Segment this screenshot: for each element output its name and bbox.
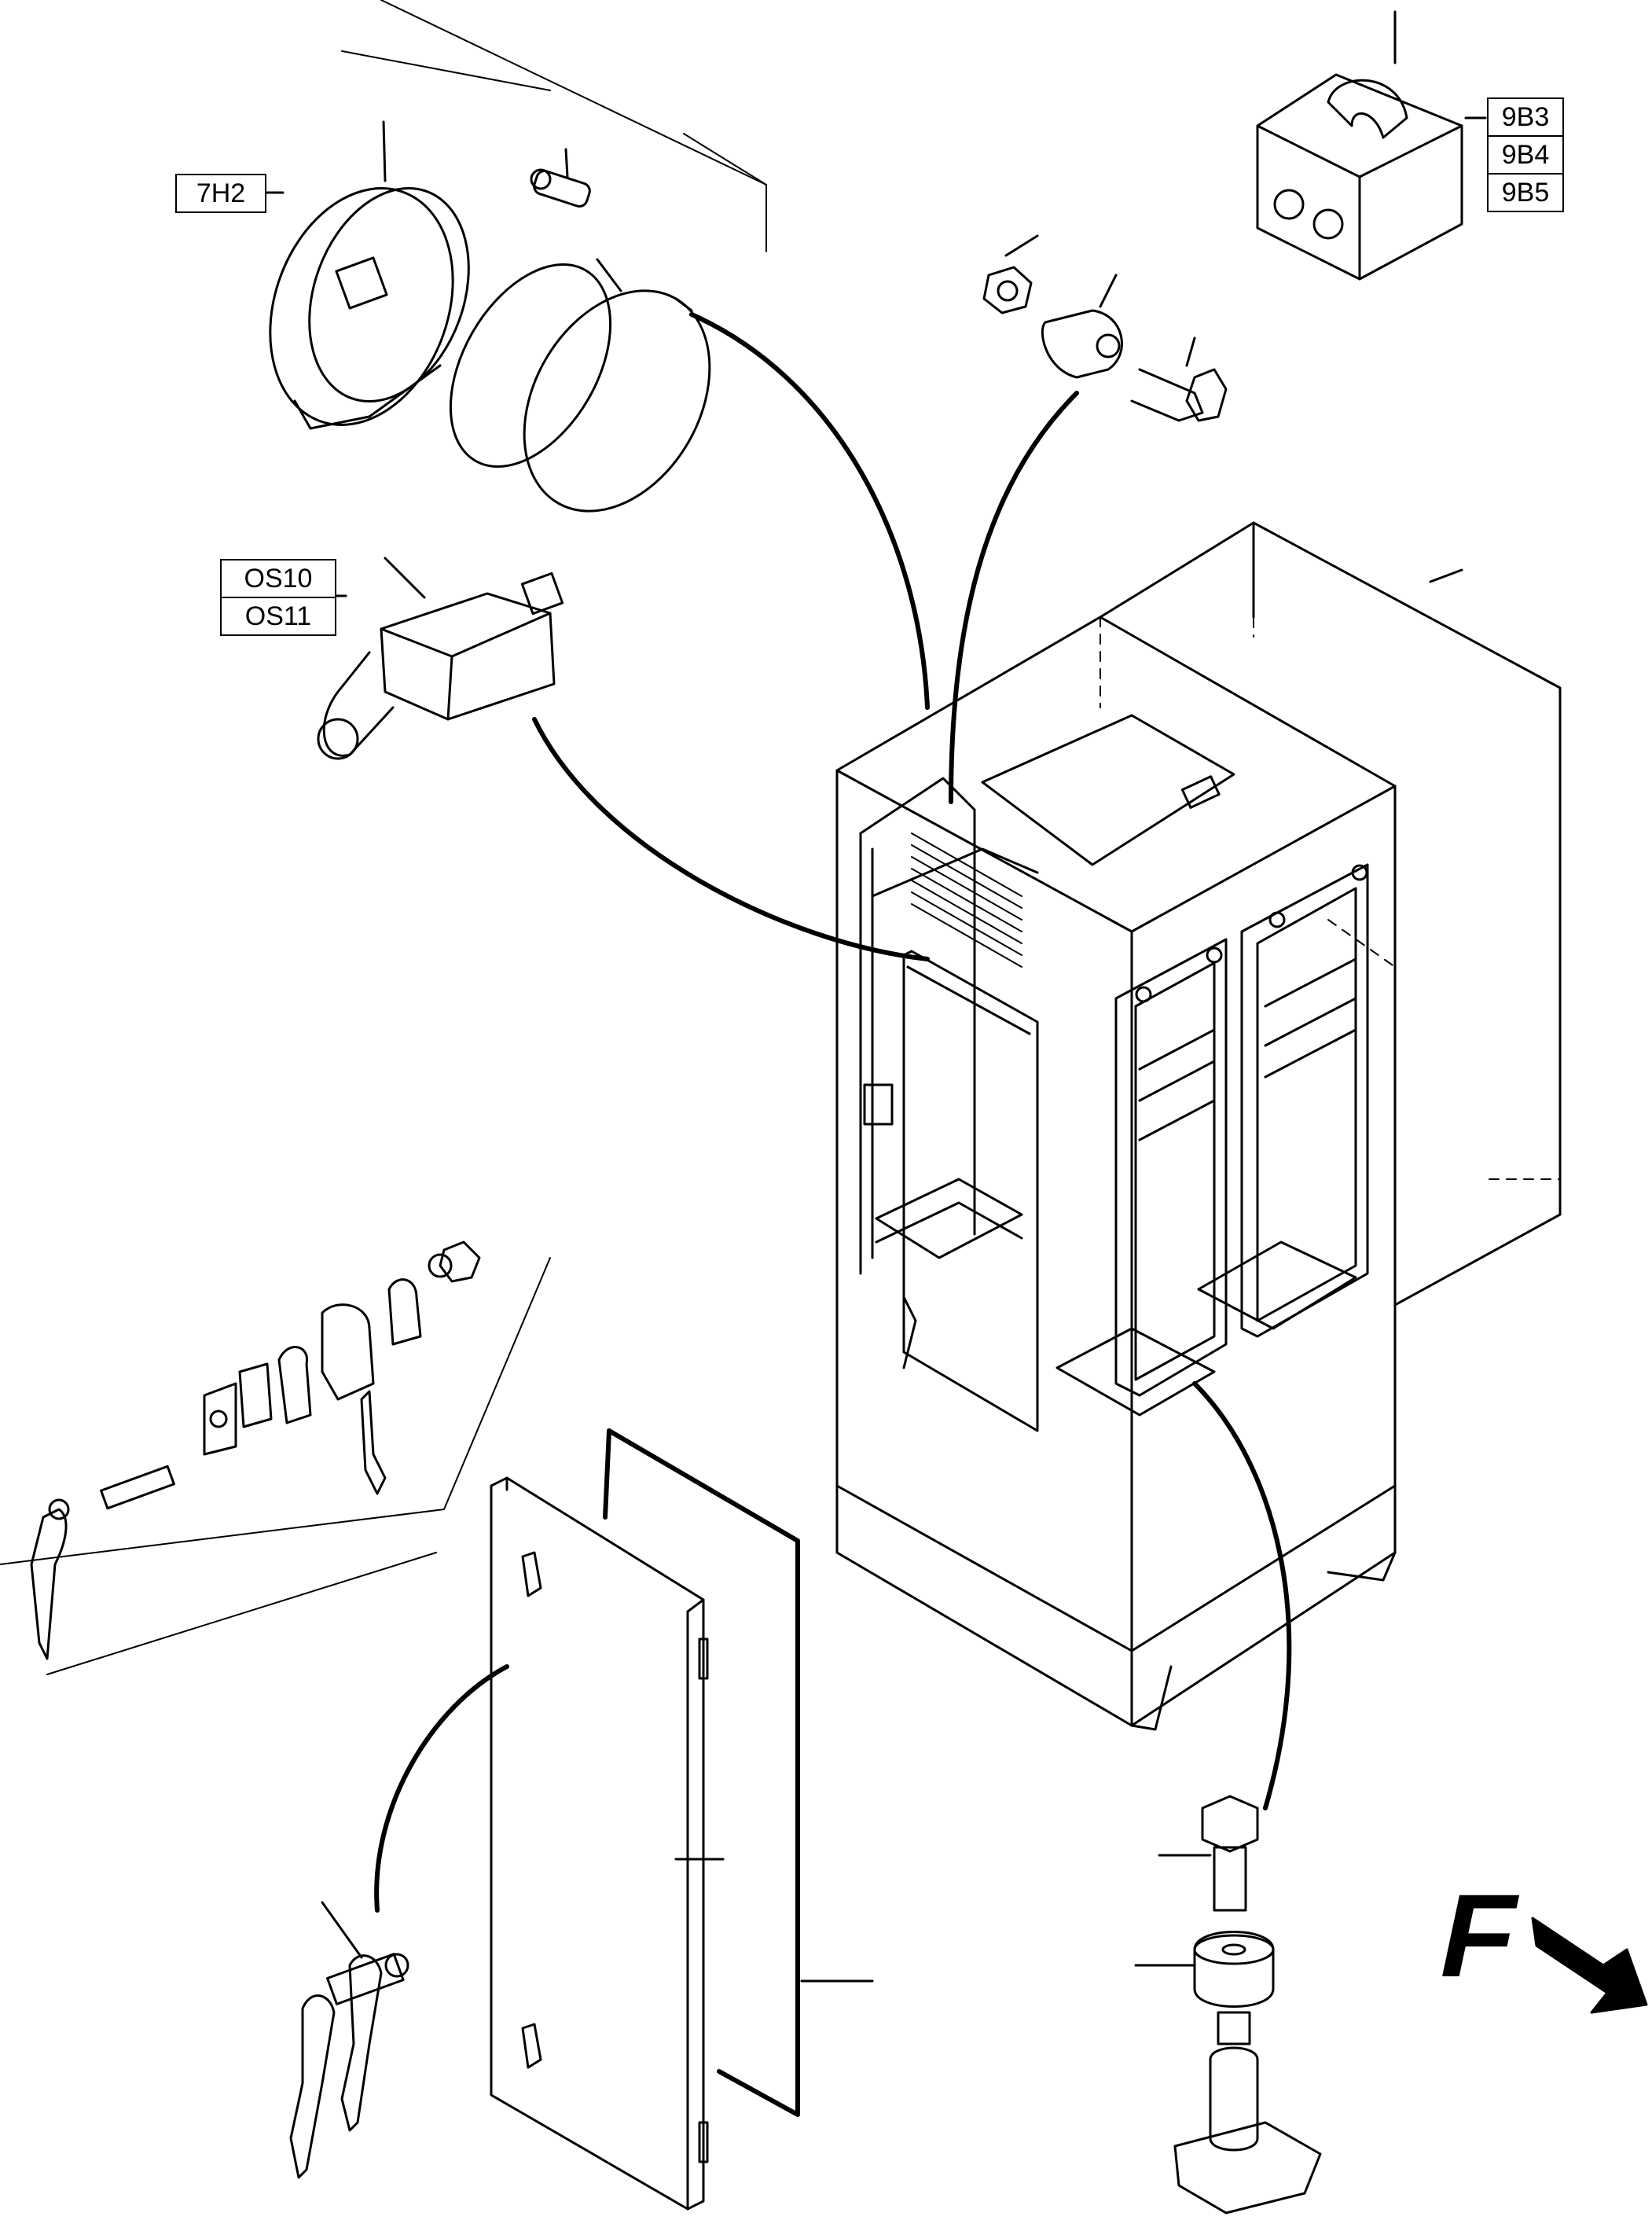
cabinet-door	[490, 1476, 874, 2211]
handle-detail-parts	[30, 1240, 481, 1660]
leader-handle	[374, 1664, 509, 1913]
callout-horn-label: 7H2	[196, 178, 246, 208]
electrical-cabinet	[835, 521, 1562, 1731]
callout-horn: 7H2	[175, 174, 266, 213]
callout-battery-switch-label-2: 9B4	[1489, 137, 1562, 175]
lens-and-gasket	[449, 258, 711, 513]
callout-battery-switch-label-3: 9B5	[1501, 178, 1550, 208]
callout-limit-switch-label-2: OS11	[244, 601, 312, 631]
bulb-part	[530, 148, 591, 208]
leader-foot	[1192, 1381, 1292, 1810]
mount-hardware-group	[982, 234, 1228, 422]
door-gasket	[603, 1428, 800, 2117]
callout-battery-switch: 9B3 9B4 9B5	[1487, 97, 1564, 212]
lamp-group-frame	[341, 0, 767, 252]
arrow-down-right-icon	[1531, 1917, 1648, 2014]
callout-limit-switch-label-1: OS10	[222, 561, 335, 598]
horn-part	[262, 120, 470, 430]
leader-lens	[689, 312, 930, 710]
battery-switch-box	[1256, 10, 1487, 281]
limit-switch	[317, 557, 564, 760]
callout-limit-switch: OS10 OS11	[220, 559, 336, 636]
callout-battery-switch-label-1: 9B3	[1489, 99, 1562, 137]
leader-hardware	[949, 391, 1079, 804]
handle-detail-frame	[0, 1257, 551, 1675]
leader-switch	[532, 717, 930, 961]
foot-mount	[1134, 1795, 1322, 2214]
door-handle	[289, 1901, 409, 2179]
